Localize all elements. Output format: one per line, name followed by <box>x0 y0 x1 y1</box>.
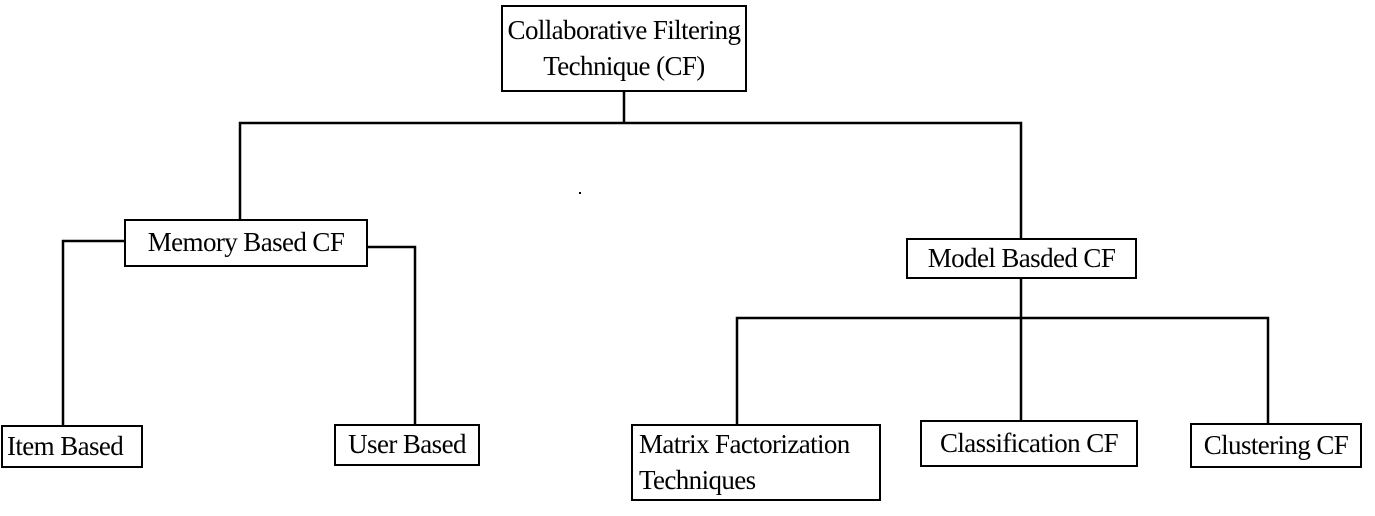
item-based-label: Item Based <box>7 430 124 461</box>
classification-label: Classification CF <box>939 427 1119 458</box>
clustering-node: Clustering CF <box>1190 423 1362 468</box>
matrix-factorization-label-line1: Matrix Factorization <box>639 429 850 460</box>
connector-root-to-model <box>624 121 1023 240</box>
matrix-factorization-label-line2: Techniques <box>639 464 756 495</box>
stray-dot <box>579 192 581 194</box>
user-based-node: User Based <box>334 424 480 466</box>
root-label-line2: Technique (CF) <box>543 50 705 81</box>
connector-model-to-clustering <box>1021 316 1270 424</box>
root-label-line1: Collaborative Filtering <box>507 15 742 46</box>
clustering-label: Clustering CF <box>1203 429 1349 460</box>
connector-root-to-memory <box>238 121 624 220</box>
item-based-node: Item Based <box>1 425 143 468</box>
root-node: Collaborative Filtering Technique (CF) <box>501 5 747 92</box>
classification-node: Classification CF <box>920 420 1138 467</box>
user-based-label: User Based <box>348 429 466 460</box>
model-based-label: Model Basded CF <box>927 242 1116 273</box>
memory-based-label: Memory Based CF <box>147 227 345 258</box>
matrix-factorization-node: Matrix Factorization Techniques <box>631 424 881 501</box>
connector-model-to-matrix <box>735 316 1021 425</box>
connector-memory-to-user <box>367 245 417 425</box>
model-based-node: Model Basded CF <box>906 238 1137 279</box>
memory-based-node: Memory Based CF <box>124 219 368 267</box>
connector-memory-to-item <box>61 239 126 426</box>
